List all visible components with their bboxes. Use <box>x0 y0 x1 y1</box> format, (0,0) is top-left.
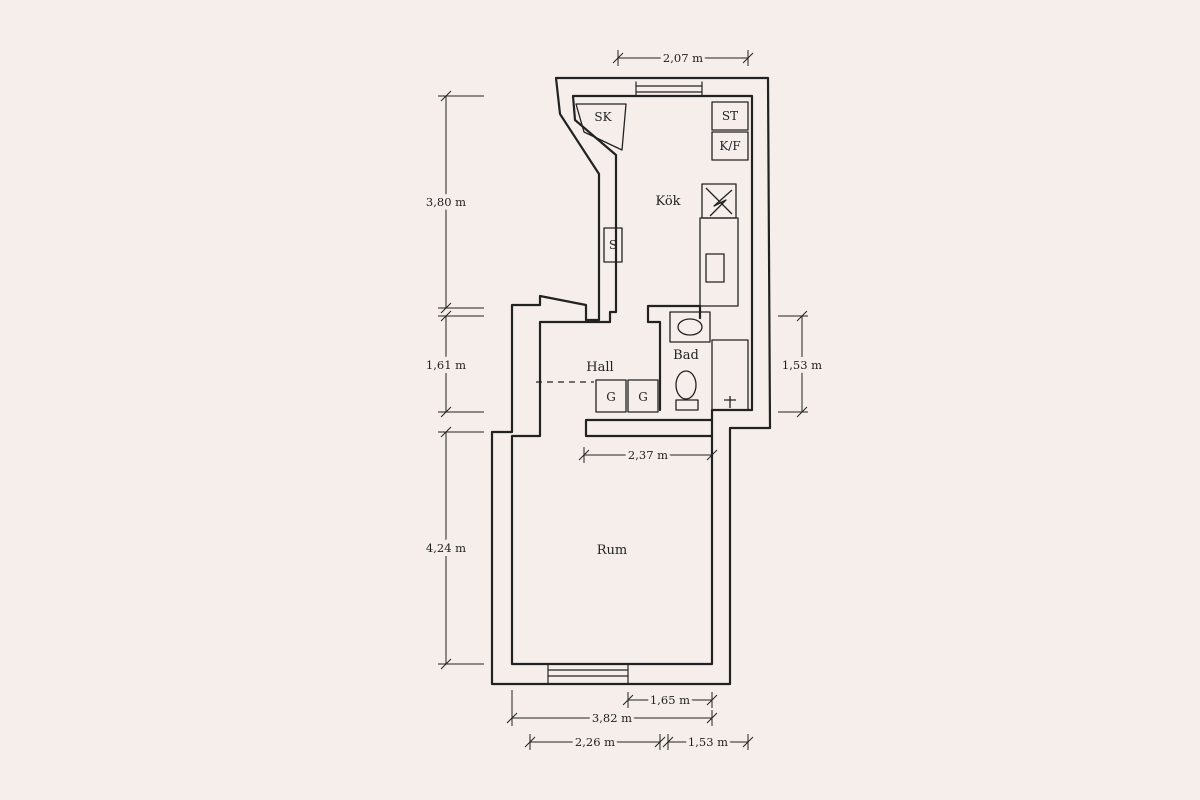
fixture-label-g2: G <box>638 390 648 404</box>
shower <box>711 339 749 411</box>
dim-label-kitchen-height: 3,80 m <box>426 195 466 209</box>
outer-wall <box>490 76 772 686</box>
room-partition-wall <box>584 418 714 438</box>
wardrobe-2 <box>627 379 659 413</box>
walls <box>490 76 772 686</box>
fixture-label-sk: SK <box>594 110 612 124</box>
kitchen-window <box>635 81 703 97</box>
fixture-label-st: ST <box>722 109 738 123</box>
dim-label-total-width: 3,82 m <box>592 711 632 725</box>
room-label-room: Rum <box>597 543 628 558</box>
dim-label-hall-height: 1,61 m <box>426 358 466 372</box>
appliance-kf <box>711 131 749 161</box>
dim-label-room-height: 4,24 m <box>426 541 466 555</box>
room-label-bathroom: Bad <box>673 348 699 363</box>
kitchen-counter <box>699 217 739 307</box>
room-window <box>547 663 629 685</box>
fixture-label-kf: K/F <box>719 139 740 153</box>
appliance-st <box>711 101 749 131</box>
cabinet-s <box>603 227 623 263</box>
kitchen-sink <box>705 253 725 283</box>
room-label-hall: Hall <box>586 360 613 375</box>
wardrobe-1 <box>595 379 627 413</box>
washbasin <box>669 311 711 343</box>
dim-label-bottom-right: 1,53 m <box>688 735 728 749</box>
dim-label-top: 2,07 m <box>663 51 703 65</box>
dim-label-window-width: 1,65 m <box>650 693 690 707</box>
cabinet-sk <box>575 103 627 151</box>
dim-label-room-inner-width: 2,37 m <box>628 448 668 462</box>
dimension-lines <box>438 50 808 750</box>
dim-label-bottom-left: 2,26 m <box>575 735 615 749</box>
washbasin-bowl <box>677 318 703 336</box>
fixtures <box>536 101 749 413</box>
fixture-label-g1: G <box>606 390 616 404</box>
toilet <box>675 370 697 400</box>
stove-icon <box>705 187 733 217</box>
fixture-label-s: S <box>609 238 617 252</box>
toilet-tank <box>675 399 699 411</box>
room-label-kitchen: Kök <box>655 194 680 209</box>
shower-head-icon <box>724 396 736 408</box>
dim-label-bath-height: 1,53 m <box>782 358 822 372</box>
